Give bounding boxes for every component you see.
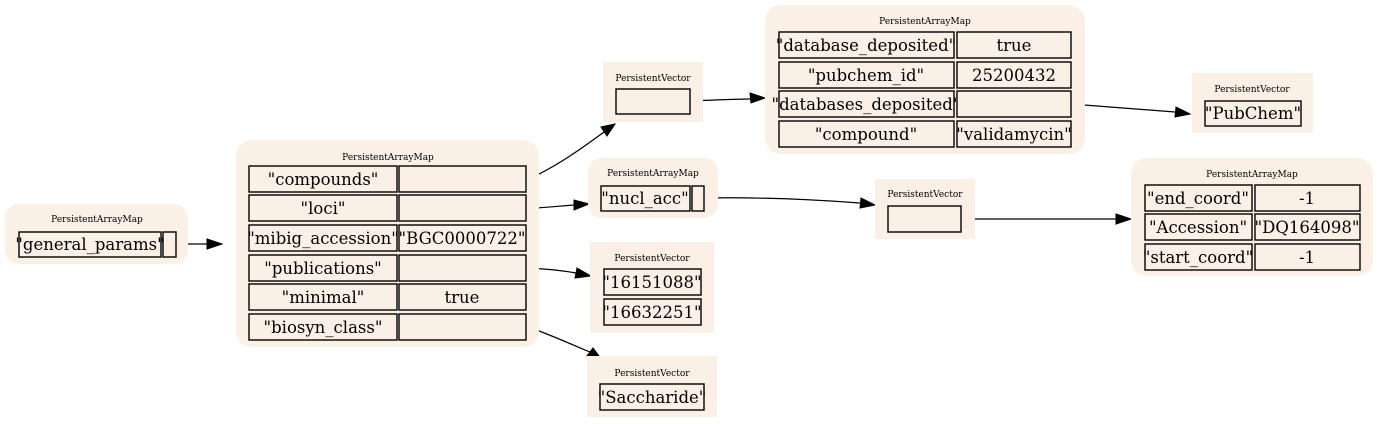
value-cell-loci bbox=[398, 194, 527, 222]
loci-key-text: "nucl_acc" bbox=[601, 189, 689, 208]
node-publications-vector: PersistentVector "16151088" "16632251" bbox=[590, 242, 714, 333]
biosyn-class-vector-cell bbox=[599, 383, 705, 411]
key-cell-biosyn-class bbox=[248, 313, 398, 341]
key-cell-publications bbox=[248, 254, 398, 282]
node-biosyn-class-vector: PersistentVector "Saccharide" bbox=[587, 356, 717, 417]
key-cell-accession bbox=[1144, 213, 1253, 241]
key-cell-pubchem-id bbox=[778, 61, 955, 89]
value-cell-end-coord bbox=[1254, 184, 1361, 212]
node-databases-vector-title: PersistentVector bbox=[1214, 85, 1290, 95]
key-cell-mibig-accession bbox=[248, 224, 398, 252]
key-cell-database-deposited bbox=[778, 31, 955, 59]
root-pointer-cell bbox=[162, 231, 177, 258]
node-loci-map-title: PersistentArrayMap bbox=[607, 169, 699, 179]
node-loci-map: PersistentArrayMap "nucl_acc" bbox=[588, 158, 718, 218]
databases-vector-cell bbox=[1204, 100, 1302, 127]
key-minimal: "minimal" bbox=[282, 288, 365, 307]
edge-databases-deposited-to-vector bbox=[1070, 103, 1192, 118]
node-nucl-acc-vector: PersistentVector bbox=[875, 179, 975, 239]
value-cell-accession bbox=[1254, 213, 1361, 241]
value-minimal: true bbox=[445, 288, 480, 307]
root-key-text: "general_params" bbox=[15, 235, 164, 254]
root-key-cell bbox=[18, 231, 162, 258]
node-compound-map: PersistentArrayMap "database_deposited" … bbox=[765, 5, 1085, 154]
key-publications: "publications" bbox=[264, 259, 382, 278]
nucl-acc-vector-cell bbox=[887, 205, 962, 233]
value-cell-pubchem-id bbox=[956, 61, 1072, 89]
value-cell-compounds bbox=[398, 165, 527, 193]
value-cell-compound bbox=[956, 120, 1072, 148]
key-compounds: "compounds" bbox=[268, 170, 379, 189]
key-cell-compound bbox=[778, 120, 955, 148]
key-databases-deposited: "databases_deposited" bbox=[772, 95, 961, 114]
key-cell-minimal bbox=[248, 283, 398, 311]
value-end-coord: -1 bbox=[1299, 189, 1315, 208]
publication-id: "16632251" bbox=[602, 303, 701, 322]
key-cell-loci bbox=[248, 194, 398, 222]
key-mibig-accession: "mibig_accession" bbox=[247, 229, 399, 248]
loci-pointer-cell bbox=[691, 185, 705, 212]
value-cell-minimal bbox=[398, 283, 527, 311]
key-database-deposited: "database_deposited" bbox=[776, 36, 956, 55]
value-pubchem-id: 25200432 bbox=[972, 66, 1056, 85]
loci-key-cell bbox=[600, 185, 691, 212]
node-root-map-title: PersistentArrayMap bbox=[51, 215, 143, 225]
node-root-map: PersistentArrayMap "general_params" bbox=[5, 204, 188, 264]
edge-nucl-acc-to-vector bbox=[703, 197, 877, 209]
value-compound: "validamycin" bbox=[956, 125, 1071, 144]
key-cell-databases-deposited bbox=[778, 90, 955, 118]
value-cell-databases-deposited bbox=[956, 90, 1072, 118]
value-cell-start-coord bbox=[1254, 243, 1361, 271]
node-publications-vector-title: PersistentVector bbox=[614, 254, 690, 264]
node-databases-vector: PersistentVector "PubChem" bbox=[1192, 73, 1313, 133]
value-database-deposited: true bbox=[997, 36, 1032, 55]
node-compounds-vector: PersistentVector bbox=[603, 62, 703, 122]
key-pubchem-id: "pubchem_id" bbox=[808, 66, 924, 85]
node-compound-map-title: PersistentArrayMap bbox=[879, 17, 971, 27]
key-end-coord: "end_coord" bbox=[1147, 189, 1249, 208]
node-general-params-map: PersistentArrayMap "compounds" "loci" "m… bbox=[236, 140, 539, 347]
key-cell-end-coord bbox=[1144, 184, 1253, 212]
key-loci: "loci" bbox=[301, 199, 346, 218]
key-cell-start-coord bbox=[1144, 243, 1253, 271]
value-cell-database-deposited bbox=[956, 31, 1072, 59]
compounds-vector-cell bbox=[615, 88, 691, 115]
node-biosyn-class-vector-title: PersistentVector bbox=[614, 369, 690, 379]
databases-vector-cell-text: "PubChem" bbox=[1205, 104, 1301, 123]
value-accession: "DQ164098" bbox=[1255, 218, 1360, 237]
node-nucl-acc-map: PersistentArrayMap "end_coord" -1 "Acces… bbox=[1131, 158, 1373, 276]
biosyn-class-vector-cell-text: "Saccharide" bbox=[598, 388, 707, 407]
value-cell-mibig-accession bbox=[398, 224, 527, 252]
node-compounds-vector-title: PersistentVector bbox=[615, 74, 691, 84]
node-nucl-acc-map-title: PersistentArrayMap bbox=[1206, 170, 1298, 180]
key-biosyn-class: "biosyn_class" bbox=[264, 318, 383, 337]
value-mibig-accession: "BGC0000722" bbox=[399, 229, 526, 248]
node-general-params-title: PersistentArrayMap bbox=[342, 153, 434, 163]
publications-vector-cell-1 bbox=[603, 298, 702, 326]
edge-nucl-acc-vector-to-map bbox=[961, 213, 1133, 225]
value-cell-biosyn-class bbox=[398, 313, 527, 341]
key-compound: "compound" bbox=[815, 125, 917, 144]
publication-id: "16151088" bbox=[602, 273, 701, 292]
value-start-coord: -1 bbox=[1299, 248, 1315, 267]
publications-vector-cell-0 bbox=[603, 268, 702, 296]
key-start-coord: "start_coord" bbox=[1143, 248, 1253, 267]
value-cell-publications bbox=[398, 254, 527, 282]
node-nucl-acc-vector-title: PersistentVector bbox=[887, 190, 963, 200]
key-accession: "Accession" bbox=[1149, 218, 1247, 237]
key-cell-compounds bbox=[248, 165, 398, 193]
